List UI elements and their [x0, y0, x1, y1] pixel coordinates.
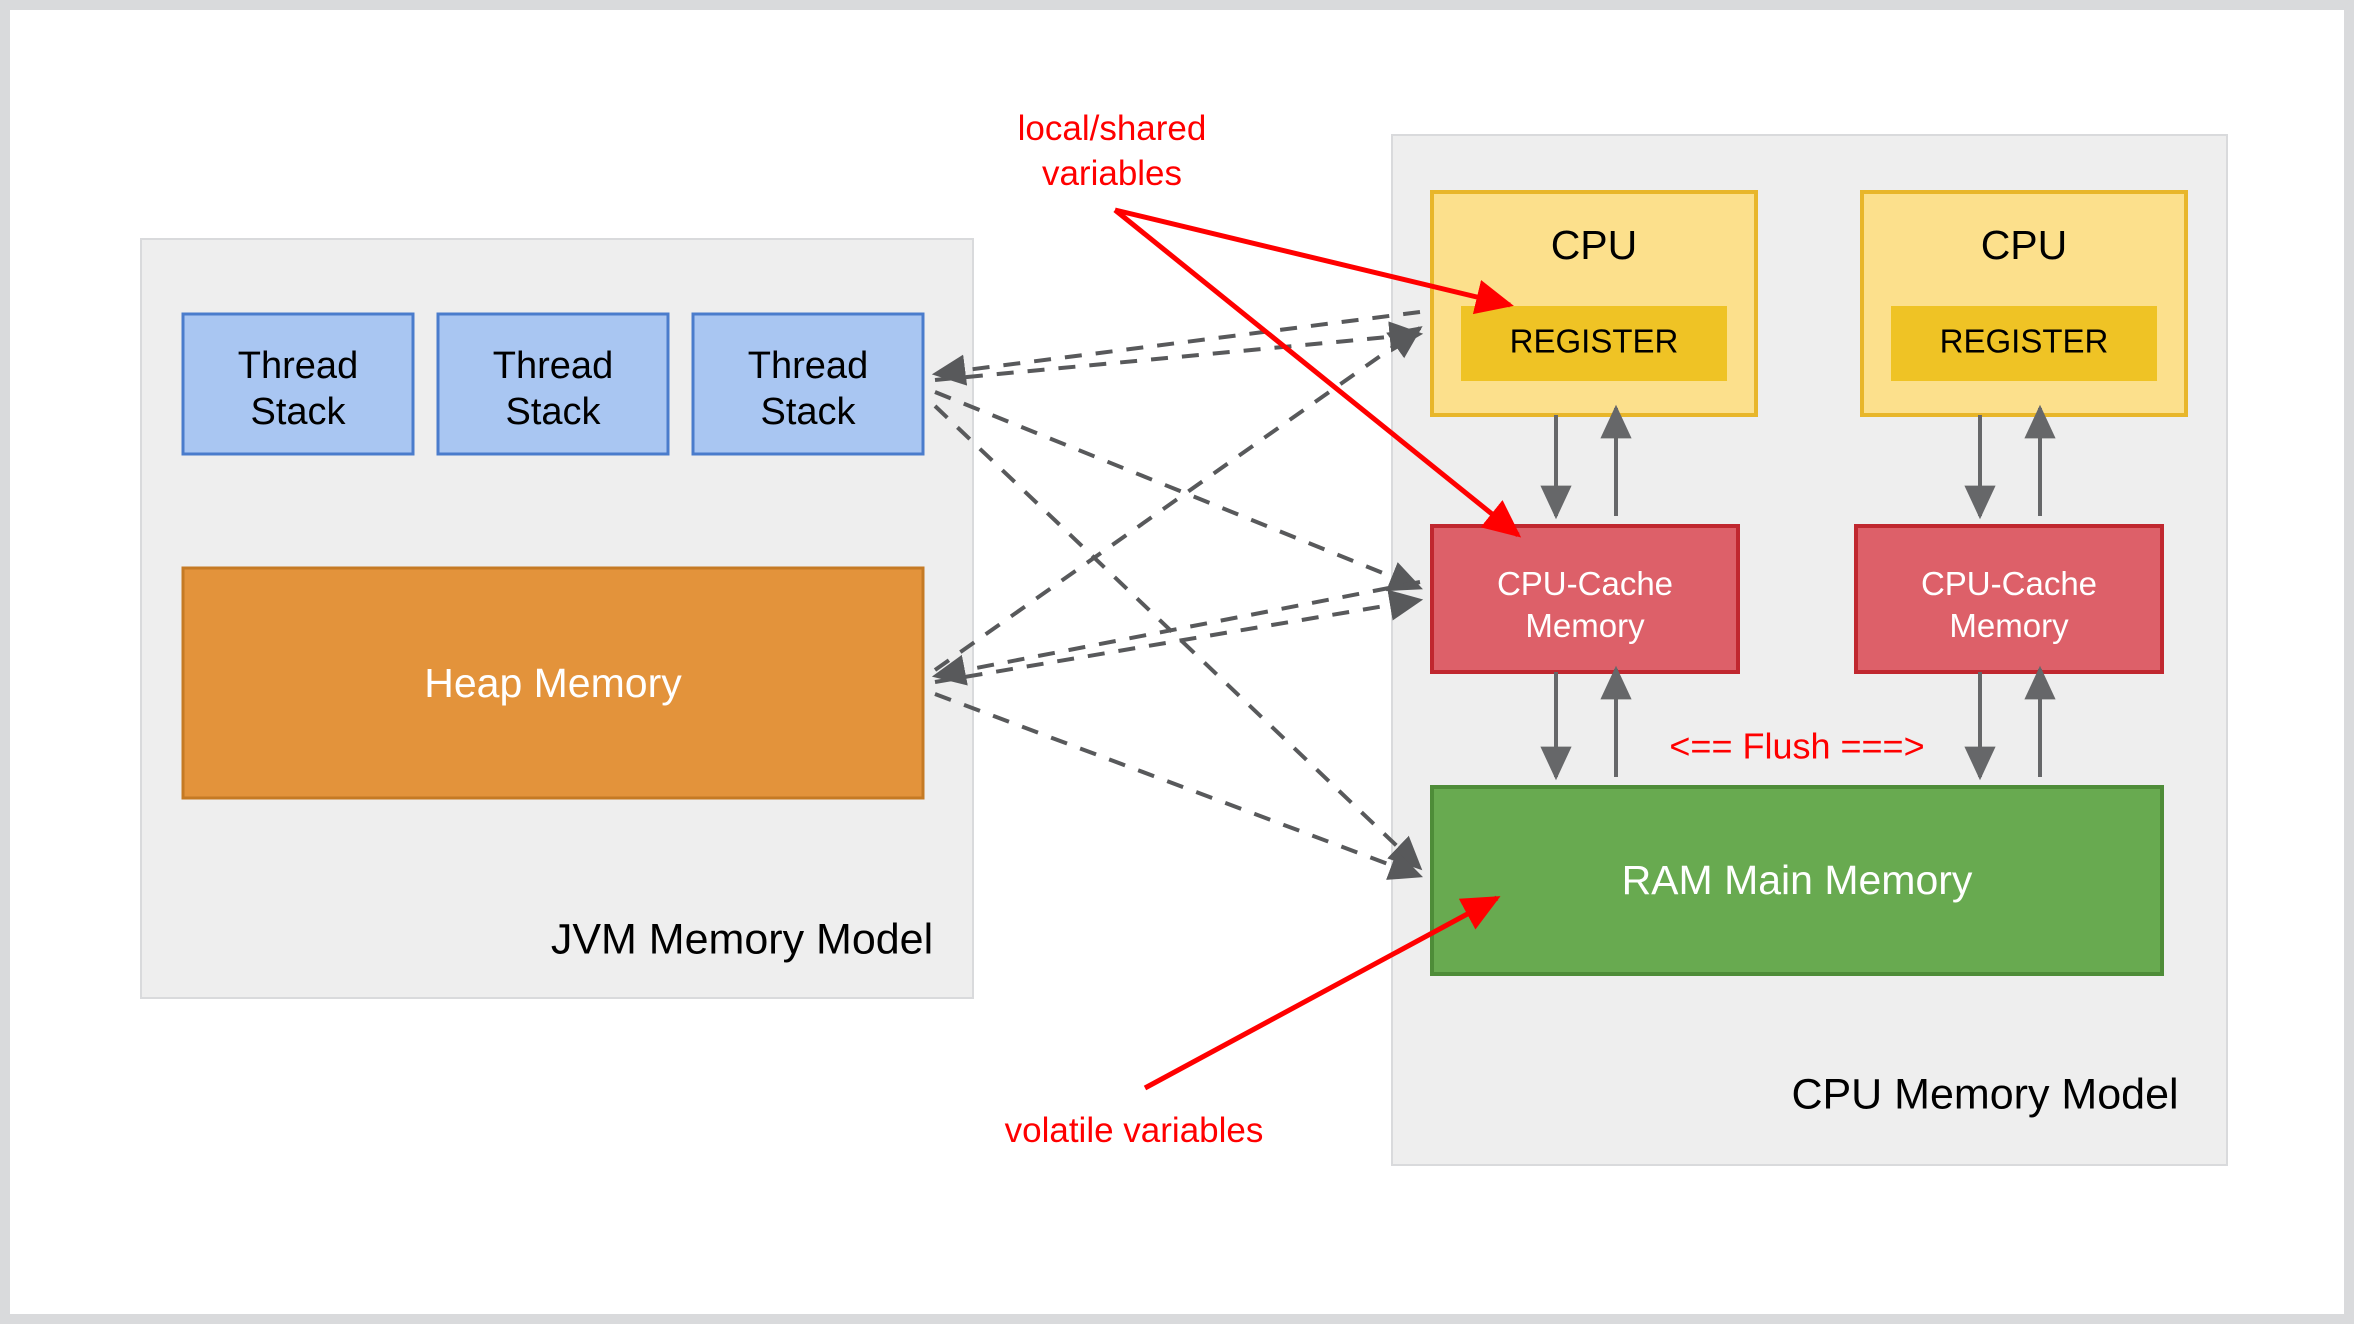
thread-stack-3[interactable]: Thread Stack	[691, 312, 925, 456]
cpu-memory-model-panel[interactable]: CPU REGISTER CPU REGISTER CPU-Cache Memo…	[1391, 134, 2228, 1166]
link-heap-to-cache	[934, 589, 1424, 684]
cpu-cache-2-label-line2: Memory	[1949, 607, 2069, 644]
cpu-core-2[interactable]: CPU REGISTER	[1860, 190, 2188, 417]
thread-stack-2[interactable]: Thread Stack	[436, 312, 670, 456]
volatile-variables-annotation[interactable]: volatile variables	[1005, 895, 1501, 1150]
link-cache-to-heap	[931, 580, 1421, 686]
thread-stack-3-label-line1: Thread	[748, 345, 868, 387]
thread-stack-2-box	[436, 312, 670, 456]
link-register-to-threadstack	[931, 310, 1421, 386]
heap-memory-label: Heap Memory	[424, 660, 682, 706]
cpu-core-2-register-label: REGISTER	[1940, 323, 2109, 360]
cpu-panel-title: CPU Memory Model	[1791, 1070, 2178, 1118]
jvm-panel-title: JVM Memory Model	[551, 915, 933, 963]
heap-memory[interactable]: Heap Memory	[181, 566, 925, 800]
thread-stack-1-label-line2: Stack	[250, 391, 346, 433]
link-threadstack-to-cache	[934, 390, 1423, 592]
ram-main-memory-label: RAM Main Memory	[1622, 857, 1973, 903]
cpu-cache-1-box	[1430, 524, 1740, 674]
cpu-core-1[interactable]: CPU REGISTER	[1430, 190, 1758, 417]
link-heap-to-register	[933, 326, 1423, 672]
register-cache-connectors	[1540, 404, 2056, 781]
thread-stack-2-label-line1: Thread	[493, 345, 613, 387]
thread-stack-3-box	[691, 312, 925, 456]
thread-stack-2-label-line2: Stack	[505, 391, 601, 433]
link-heap-to-ram	[934, 692, 1423, 880]
jvm-memory-model-panel[interactable]: Thread Stack Thread Stack Thread Stack H…	[140, 238, 974, 999]
thread-stack-3-label-line2: Stack	[760, 391, 856, 433]
thread-stack-1[interactable]: Thread Stack	[181, 312, 415, 456]
cpu-cache-1[interactable]: CPU-Cache Memory	[1430, 524, 1740, 674]
link-threadstack-to-ram	[933, 404, 1423, 871]
red-arrow-to-register	[1114, 207, 1514, 315]
link-threadstack-to-register	[934, 321, 1424, 382]
ram-main-memory[interactable]: RAM Main Memory	[1430, 785, 2164, 976]
cpu-core-1-label: CPU	[1551, 222, 1638, 268]
memory-model-diagram: Thread Stack Thread Stack Thread Stack H…	[140, 109, 2228, 1166]
cpu-cache-2-box	[1854, 524, 2164, 674]
cpu-core-2-label: CPU	[1981, 222, 2068, 268]
thread-stack-1-box	[181, 312, 415, 456]
local-shared-variables-annotation[interactable]: local/shared variables	[1018, 109, 1522, 538]
cpu-core-1-register-box	[1461, 306, 1727, 381]
thread-stack-1-label-line1: Thread	[238, 345, 358, 387]
cpu-core-1-register-label: REGISTER	[1510, 323, 1679, 360]
cpu-cache-1-label-line2: Memory	[1525, 607, 1645, 644]
ram-main-memory-box	[1430, 785, 2164, 976]
flush-label: <== Flush ===>	[1669, 726, 1924, 767]
heap-memory-box	[181, 566, 925, 800]
local-shared-variables-label-line1: local/shared	[1018, 109, 1207, 148]
cpu-cache-2[interactable]: CPU-Cache Memory	[1854, 524, 2164, 674]
local-shared-variables-label-line2: variables	[1042, 154, 1182, 193]
jvm-cpu-dashed-links	[931, 310, 1424, 880]
red-arrow-to-cache	[1113, 208, 1522, 538]
red-arrow-to-ram	[1143, 895, 1501, 1091]
volatile-variables-label: volatile variables	[1005, 1111, 1264, 1150]
cpu-core-2-register-box	[1891, 306, 2157, 381]
cpu-cache-2-label-line1: CPU-Cache	[1921, 565, 2097, 602]
cpu-cache-1-label-line1: CPU-Cache	[1497, 565, 1673, 602]
